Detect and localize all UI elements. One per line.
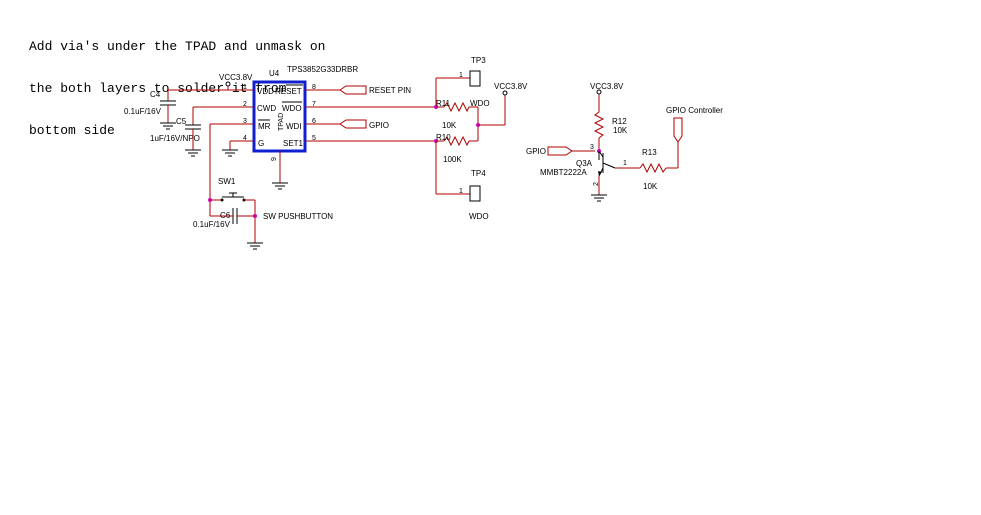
- u4-pin-wdo: WDO: [282, 104, 302, 113]
- r10-value: 100K: [443, 155, 462, 164]
- sw1-name: SW PUSHBUTTON: [263, 212, 333, 221]
- note-line-1: Add via's under the TPAD and unmask on: [29, 39, 326, 54]
- tp3-pin: 1: [459, 72, 463, 79]
- r11-value: 10K: [442, 121, 457, 130]
- pin-num-9: 9: [271, 157, 278, 161]
- vcc-mid-label: VCC3.8V: [494, 82, 528, 91]
- ground-symbol-c4: [160, 122, 176, 130]
- u4-ref: U4: [269, 69, 280, 78]
- gpio-controller-label: GPIO Controller: [666, 106, 723, 115]
- r12-resistor: R12 10K: [593, 111, 628, 139]
- c4-value: 0.1uF/16V: [124, 107, 162, 116]
- pin-num-7: 7: [312, 101, 316, 108]
- q3a-transistor: Q3A MMBT2222A 2 1: [540, 150, 627, 186]
- r13-ref: R13: [642, 148, 657, 157]
- c4-ref: C4: [150, 90, 161, 99]
- ground-symbol-c5: [185, 149, 201, 157]
- gpio-q-port: GPIO: [526, 146, 573, 156]
- u4-pin-g: G: [258, 139, 264, 148]
- c5-value: 1uF/16V/NPO: [150, 134, 200, 143]
- ground-symbol-pin4: [222, 149, 238, 157]
- r10-resistor: R10 100K: [436, 133, 470, 164]
- u4-pin-set1: SET1: [283, 139, 304, 148]
- q3a-part: MMBT2222A: [540, 168, 587, 177]
- tp4-testpoint: TP4 1 WDO: [459, 169, 489, 221]
- pin-num-8: 8: [312, 84, 316, 91]
- pin-num-5: 5: [312, 135, 316, 142]
- u4-pin-reset: RESET: [275, 87, 302, 96]
- r11-net: WDO: [470, 99, 490, 108]
- u4-part: TPS3852G33DRBR: [287, 65, 358, 74]
- u4-pin-mr: MR: [258, 122, 271, 131]
- u4-chip: U4 TPS3852G33DRBR VDD CWD MR G RESET WDO…: [243, 65, 358, 161]
- tp4-net: WDO: [469, 212, 489, 221]
- ground-symbol-u4: [272, 182, 288, 190]
- r13-resistor: R13 10K: [639, 148, 667, 191]
- q3-pin1: 1: [623, 160, 627, 167]
- tp4-ref: TP4: [471, 169, 486, 178]
- r13-value: 10K: [643, 182, 658, 191]
- tp4-pin: 1: [459, 188, 463, 195]
- gpio-wdi-port: GPIO: [339, 119, 389, 130]
- gpio-q-label: GPIO: [526, 147, 546, 156]
- u4-pin-wdi: WDI: [286, 122, 302, 131]
- r12-ref: R12: [612, 117, 627, 126]
- c6-value: 0.1uF/16V: [193, 220, 231, 229]
- vcc-left-symbol: VCC3.8V: [219, 73, 253, 87]
- ground-symbol-sw: [247, 242, 263, 250]
- tp3-ref: TP3: [471, 56, 486, 65]
- q3-pin3: 3: [590, 144, 594, 151]
- q3-pin2: 2: [593, 182, 600, 186]
- sw1-pushbutton: SW1 SW PUSHBUTTON: [218, 177, 333, 221]
- pin-num-6: 6: [312, 118, 316, 125]
- reset-pin-label: RESET PIN: [369, 86, 411, 95]
- c6-ref: C6: [220, 211, 231, 220]
- vcc-right-label: VCC3.8V: [590, 82, 624, 91]
- u4-pin-cwd: CWD: [257, 104, 276, 113]
- r11-resistor: R11 WDO 10K: [436, 99, 490, 130]
- ground-symbol-q3: [591, 194, 607, 202]
- u4-pin-vdd: VDD: [257, 87, 274, 96]
- gpio-wdi-label: GPIO: [369, 121, 389, 130]
- pin-num-1: 1: [243, 84, 247, 91]
- r10-ref: R10: [436, 133, 451, 142]
- pin-num-2: 2: [243, 101, 247, 108]
- c5-ref: C5: [176, 117, 187, 126]
- r11-ref: R11: [436, 99, 451, 108]
- r12-value: 10K: [613, 126, 628, 135]
- q3a-ref: Q3A: [576, 159, 593, 168]
- c6-capacitor: C6 0.1uF/16V: [193, 208, 238, 229]
- gpio-controller-port: GPIO Controller: [666, 106, 723, 143]
- u4-pin-tpad: TPAD: [278, 113, 285, 131]
- note-line-2: the both layers to solder it from: [29, 81, 287, 96]
- vcc-right-symbol: VCC3.8V: [590, 82, 624, 95]
- layout-note: Add via's under the TPAD and unmask on t…: [29, 12, 325, 166]
- vcc-mid-symbol: VCC3.8V: [494, 82, 528, 96]
- note-line-3: bottom side: [29, 123, 115, 138]
- vcc-left-label: VCC3.8V: [219, 73, 253, 82]
- tp3-testpoint: TP3 1: [459, 56, 486, 87]
- pin-num-3: 3: [243, 118, 247, 125]
- sw1-ref: SW1: [218, 177, 236, 186]
- reset-pin-port: RESET PIN: [339, 85, 411, 95]
- pin-num-4: 4: [243, 135, 247, 142]
